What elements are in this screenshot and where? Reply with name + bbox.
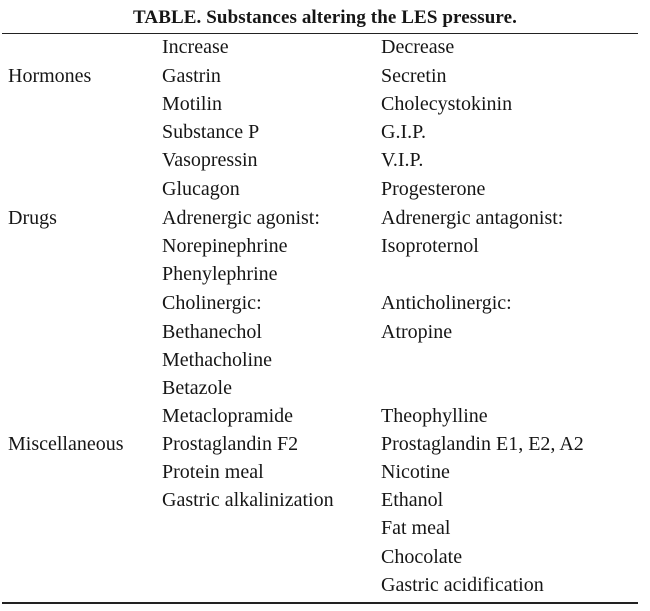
row-decrease: Atropine: [381, 321, 453, 343]
table-row: Protein meal Nicotine: [0, 458, 650, 486]
row-increase: Substance P: [162, 121, 260, 143]
table-row: Betazole: [0, 374, 650, 402]
row-increase: Glucagon: [162, 178, 240, 200]
table-row: Phenylephrine: [0, 260, 650, 288]
table-row: Norepinephrine Isoproternol: [0, 232, 650, 260]
row-increase: Bethanechol: [162, 321, 262, 343]
table-header-row: Increase Decrease: [0, 33, 650, 61]
row-decrease: G.I.P.: [381, 121, 427, 143]
table-row: Metaclopramide Theophylline: [0, 402, 650, 430]
table-row: Hormones Gastrin Secretin: [0, 62, 650, 90]
row-increase: Norepinephrine: [162, 235, 288, 257]
row-increase: Gastrin: [162, 65, 221, 87]
row-decrease: Prostaglandin E1, E2, A2: [381, 433, 584, 455]
row-decrease: Secretin: [381, 65, 447, 87]
row-increase: Cholinergic:: [162, 292, 262, 314]
row-increase: Vasopressin: [162, 149, 258, 171]
row-decrease: Ethanol: [381, 489, 444, 511]
table-row: Motilin Cholecystokinin: [0, 90, 650, 118]
row-decrease: Chocolate: [381, 546, 463, 568]
table-row: Substance P G.I.P.: [0, 118, 650, 146]
row-decrease: Fat meal: [381, 517, 451, 539]
header-decrease: Decrease: [381, 36, 455, 58]
row-decrease: Theophylline: [381, 405, 488, 427]
table-row: Vasopressin V.I.P.: [0, 146, 650, 174]
row-decrease: Nicotine: [381, 461, 450, 483]
bottom-rule: [2, 602, 638, 604]
table-row: Gastric alkalinization Ethanol: [0, 486, 650, 514]
table-row: Cholinergic: Anticholinergic:: [0, 289, 650, 317]
table-row: Drugs Adrenergic agonist: Adrenergic ant…: [0, 204, 650, 232]
row-increase: Prostaglandin F2: [162, 433, 299, 455]
table-row: Glucagon Progesterone: [0, 175, 650, 203]
row-decrease: Adrenergic antagonist:: [381, 207, 564, 229]
row-decrease: Cholecystokinin: [381, 93, 513, 115]
row-decrease: Gastric acidification: [381, 574, 544, 596]
row-increase: Gastric alkalinization: [162, 489, 334, 511]
row-increase: Metaclopramide: [162, 405, 294, 427]
table-row: Methacholine: [0, 346, 650, 374]
row-increase: Protein meal: [162, 461, 264, 483]
top-rule: [2, 33, 638, 34]
row-decrease: V.I.P.: [381, 149, 424, 171]
row-category: Hormones: [8, 65, 92, 87]
table-row: Fat meal: [0, 514, 650, 542]
table-row: Miscellaneous Prostaglandin F2 Prostagla…: [0, 430, 650, 458]
row-category: Miscellaneous: [8, 433, 124, 455]
row-increase: Motilin: [162, 93, 223, 115]
table-row: Bethanechol Atropine: [0, 318, 650, 346]
row-category: Drugs: [8, 207, 57, 229]
row-decrease: Progesterone: [381, 178, 486, 200]
row-decrease: Anticholinergic:: [381, 292, 512, 314]
row-decrease: Isoproternol: [381, 235, 479, 257]
table-title: TABLE. Substances altering the LES press…: [133, 7, 517, 28]
row-increase: Betazole: [162, 377, 232, 399]
row-increase: Methacholine: [162, 349, 272, 371]
table-row: Gastric acidification: [0, 571, 650, 599]
row-increase: Phenylephrine: [162, 263, 278, 285]
table-row: Chocolate: [0, 543, 650, 571]
row-increase: Adrenergic agonist:: [162, 207, 320, 229]
header-increase: Increase: [162, 36, 229, 58]
